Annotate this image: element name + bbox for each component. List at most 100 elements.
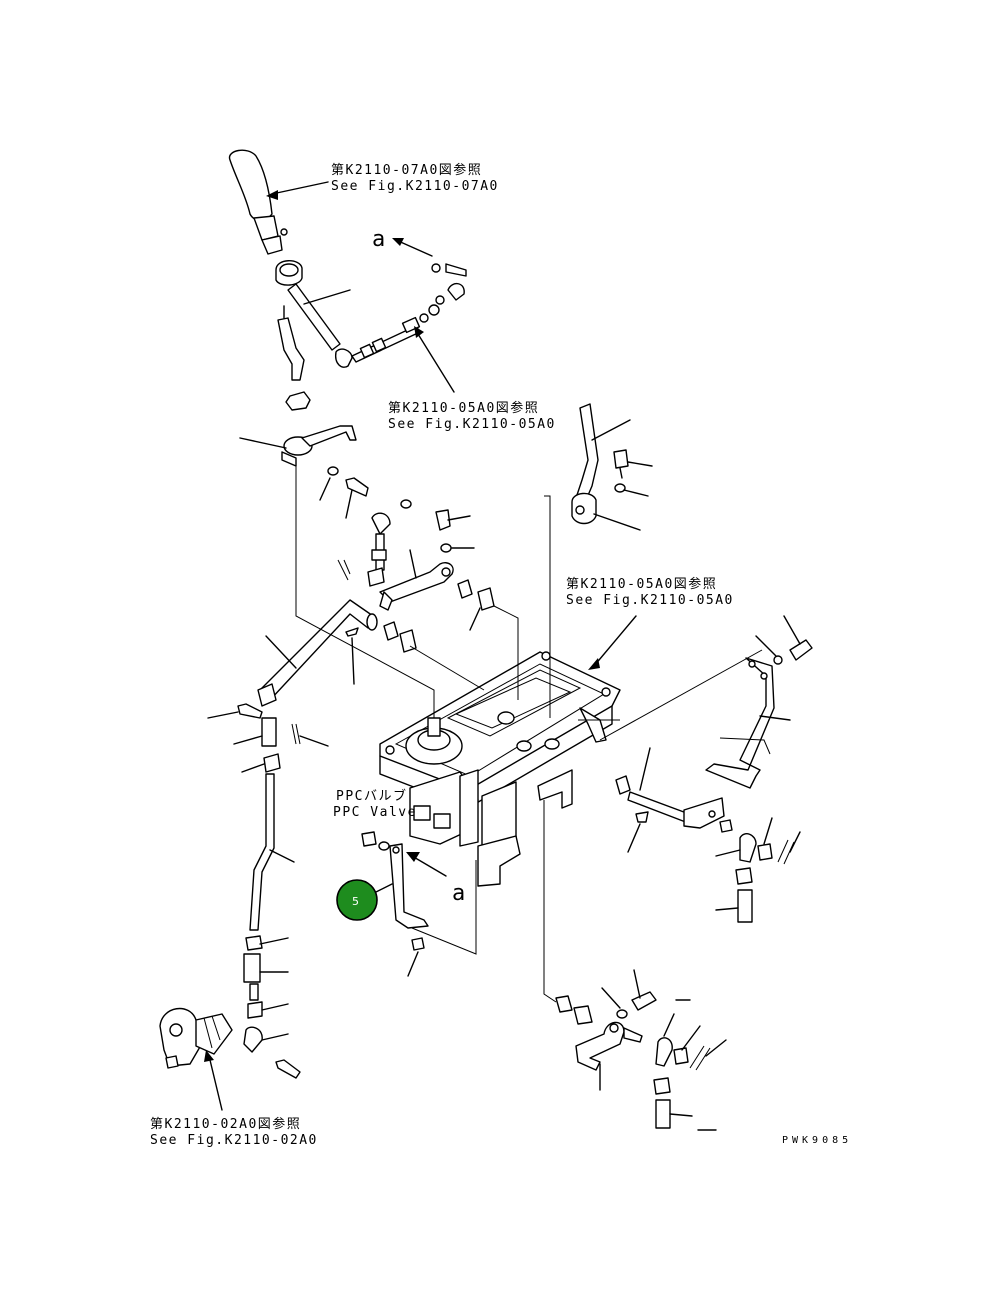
- leader: [351, 637, 355, 685]
- nut: [285, 391, 311, 411]
- switch-ref-en: See Fig.K2110-02A0: [150, 1133, 318, 1148]
- leader: [269, 849, 295, 863]
- bracket: [537, 769, 573, 809]
- grip-ref-jp: 第K2110-07A0図参照: [331, 162, 482, 178]
- spring-pin: [689, 1045, 711, 1071]
- callout-circle[interactable]: [336, 879, 378, 921]
- leader: [409, 549, 417, 579]
- leader: [663, 1013, 675, 1037]
- spring-pin: [291, 723, 301, 745]
- arrow-head: [414, 326, 424, 338]
- callout-number[interactable]: 5: [352, 895, 359, 908]
- turnbuckle: [655, 1099, 671, 1129]
- grip-ref-en: See Fig.K2110-07A0: [331, 179, 499, 194]
- washer: [327, 466, 339, 476]
- bracket: [477, 835, 521, 887]
- leader: [593, 513, 641, 531]
- leader: [627, 461, 653, 467]
- leader: [759, 715, 791, 721]
- hook-mark: [343, 559, 351, 575]
- ball-joint: [334, 348, 353, 368]
- shift-grip: [228, 149, 288, 255]
- leader: [261, 1033, 289, 1041]
- washer: [440, 543, 452, 553]
- leader-housing-ref: [593, 615, 637, 667]
- lower-lever: [575, 1021, 643, 1071]
- bushing: [383, 621, 399, 641]
- nut: [361, 831, 377, 847]
- leader: [789, 831, 801, 853]
- arrow-head: [266, 190, 278, 200]
- leader: [715, 907, 739, 911]
- bolt: [613, 449, 629, 469]
- frame-line: [409, 645, 485, 691]
- pedal-lever: [389, 843, 429, 929]
- arrow-head: [588, 658, 600, 670]
- hook-mark: [337, 559, 349, 581]
- stud: [249, 983, 259, 1001]
- leader-rod-ref: [417, 333, 455, 393]
- key: [345, 627, 359, 637]
- frame-line: [543, 800, 557, 1003]
- nut: [653, 1077, 671, 1095]
- washer: [378, 841, 390, 851]
- frame-line: [411, 860, 477, 955]
- detail-marker-bottom: a: [452, 881, 465, 906]
- lever-arm: [281, 425, 357, 467]
- housing-ref-jp: 第K2110-05A0図参照: [566, 576, 717, 592]
- drawing-code: PWK9085: [782, 1135, 852, 1146]
- nut: [367, 567, 385, 587]
- ball-joint: [655, 1037, 673, 1067]
- callout-badge[interactable]: 5: [336, 879, 378, 921]
- leader: [681, 1025, 701, 1051]
- adjust-rod: [351, 263, 467, 363]
- turnbuckle: [243, 953, 261, 983]
- leader: [715, 849, 741, 857]
- nut: [245, 935, 263, 951]
- leader: [259, 937, 289, 945]
- clevis-block: [261, 717, 277, 747]
- leader-grip: [271, 181, 329, 195]
- leader-switch-ref: [209, 1059, 223, 1111]
- bolt-head: [435, 509, 451, 531]
- bolt-shank: [619, 467, 623, 479]
- control-housing: [379, 651, 621, 809]
- bent-pin: [277, 317, 305, 381]
- key: [635, 811, 649, 823]
- bolt: [789, 639, 813, 661]
- leader: [299, 735, 329, 747]
- bolt: [237, 703, 263, 719]
- leader: [669, 1113, 693, 1117]
- housing-ref-en: See Fig.K2110-05A0: [566, 593, 734, 608]
- bushing: [399, 629, 417, 653]
- washer: [773, 655, 783, 665]
- key: [411, 937, 425, 951]
- nut: [247, 1001, 263, 1019]
- ppc-valve: [405, 717, 479, 847]
- leader: [639, 747, 651, 791]
- limit-switch: [159, 1007, 233, 1069]
- ball-joint: [243, 1026, 263, 1053]
- bolt: [275, 1059, 301, 1079]
- frame-line: [493, 605, 519, 700]
- turnbuckle: [737, 889, 753, 923]
- right-shaft: [615, 775, 733, 833]
- frame-line: [544, 495, 551, 718]
- nut: [735, 867, 753, 885]
- lever-bracket: [275, 260, 341, 351]
- detail-marker-top: a: [372, 227, 385, 252]
- nut: [757, 843, 773, 861]
- frame-line: [599, 649, 763, 741]
- washer: [614, 483, 626, 493]
- leader: [241, 763, 265, 773]
- bushing: [555, 995, 573, 1013]
- leader: [261, 1003, 289, 1011]
- leader: [763, 817, 773, 845]
- leader: [633, 969, 641, 999]
- bushing: [457, 579, 473, 599]
- leader-a: [395, 239, 433, 257]
- leader: [207, 711, 239, 719]
- leader: [705, 1039, 727, 1057]
- ppc-valve-en: PPC Valve: [333, 805, 417, 820]
